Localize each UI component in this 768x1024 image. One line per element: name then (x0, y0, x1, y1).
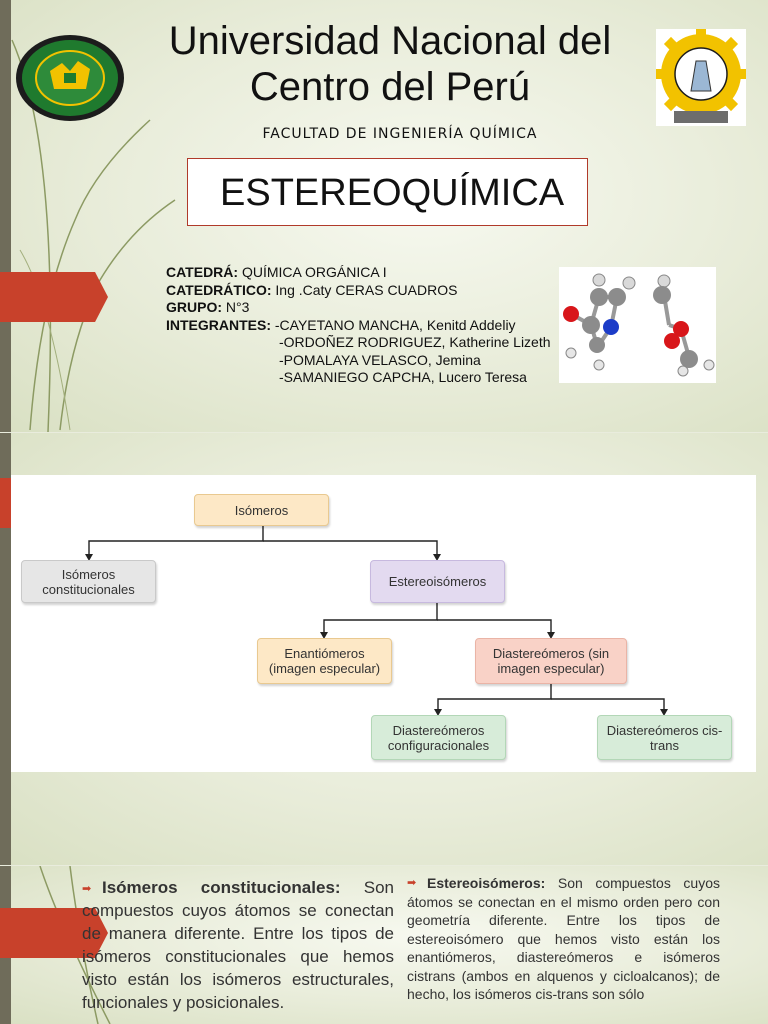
node-enantiomeros: Enantiómeros (imagen especular) (257, 638, 392, 684)
university-seal-icon (16, 35, 124, 121)
definitions-slide: ➡ Isómeros constitucionales: Son compues… (0, 866, 768, 1024)
catedra-row: CATEDRÁ: QUÍMICA ORGÁNICA I (166, 264, 551, 282)
subject-title: ESTEREOQUÍMICA (187, 158, 588, 226)
member-item: -POMALAYA VELASCO, Jemina (279, 351, 481, 368)
integrantes-row: INTEGRANTES: -CAYETANO MANCHA, Kenitd Ad… (166, 317, 551, 335)
catedratico-label: CATEDRÁTICO: (166, 281, 272, 298)
bullet-arrow-icon: ➡ (82, 883, 92, 895)
definition-lead: Isómeros constitucionales: (102, 878, 341, 897)
faculty-name: FACULTAD DE INGENIERÍA QUÍMICA (262, 126, 538, 142)
node-isomeros: Isómeros (194, 494, 329, 526)
node-estereoisomeros: Estereoisómeros (370, 560, 505, 603)
faculty-gear-logo-icon (656, 29, 746, 126)
title-slide: Universidad Nacional del Centro del Perú… (0, 0, 768, 432)
node-diastereomeros: Diastereómeros (sin imagen especular) (475, 638, 627, 684)
catedratico-value: Ing .Caty CERAS CUADROS (275, 281, 458, 298)
definition-body: Son compuestos cuyos átomos se conectan … (407, 875, 720, 1002)
arrow-tab (0, 272, 108, 322)
diagram-slide: Isómeros Isómeros constitucionales Ester… (0, 433, 768, 865)
arrow-tab (0, 908, 108, 958)
definition-body: Son compuestos cuyos átomos se conectan … (82, 878, 394, 1012)
isomer-classification-diagram: Isómeros Isómeros constitucionales Ester… (11, 475, 756, 772)
diagram-connectors (85, 526, 668, 716)
member-item: -ORDOÑEZ RODRIGUEZ, Katherine Lizeth (279, 334, 551, 350)
integrantes-label: INTEGRANTES: (166, 316, 271, 333)
university-title: Universidad Nacional del Centro del Perú (130, 18, 650, 110)
grupo-value: N°3 (225, 299, 250, 315)
definition-estereoisomeros: Estereoisómeros: Son compuestos cuyos át… (407, 874, 720, 1004)
member-item: -SAMANIEGO CAPCHA, Lucero Teresa (279, 369, 527, 385)
node-isomeros-constitucionales: Isómeros constitucionales (21, 560, 156, 603)
catedra-value: QUÍMICA ORGÁNICA I (241, 264, 387, 280)
member-item: -CAYETANO MANCHA, Kenitd Addeliy (274, 316, 516, 333)
node-diastereomeros-configuracionales: Diastereómeros configuracionales (371, 715, 506, 760)
catedratico-row: CATEDRÁTICO: Ing .Caty CERAS CUADROS (166, 282, 551, 300)
slide-sidebar (0, 0, 11, 432)
definition-constitucionales: Isómeros constitucionales: Son compuesto… (82, 876, 394, 1014)
catedra-label: CATEDRÁ: (166, 264, 239, 280)
grupo-row: GRUPO: N°3 (166, 299, 551, 317)
bullet-arrow-icon: ➡ (407, 877, 417, 889)
grupo-label: GRUPO: (166, 299, 222, 315)
slide-sidebar (0, 433, 11, 865)
title-line-1: Universidad Nacional del (168, 19, 612, 63)
course-info: CATEDRÁ: QUÍMICA ORGÁNICA I CATEDRÁTICO:… (166, 264, 551, 387)
molecule-model-image (559, 267, 716, 383)
definition-lead: Estereoisómeros: (427, 875, 546, 891)
node-diastereomeros-cis-trans: Diastereómeros cis-trans (597, 715, 732, 760)
title-line-2: Centro del Perú (249, 65, 531, 109)
